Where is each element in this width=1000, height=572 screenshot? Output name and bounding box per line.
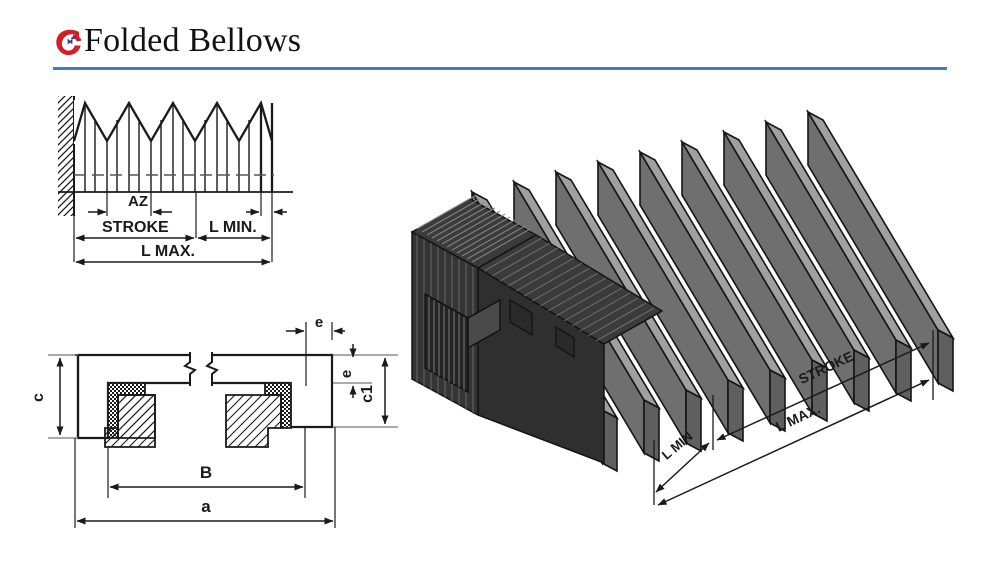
dimension-b: B bbox=[109, 463, 304, 491]
dimension-e-side: e bbox=[338, 344, 357, 398]
b-label: B bbox=[200, 463, 212, 482]
dimension-e-top: e bbox=[286, 314, 345, 386]
fixed-wall-hatching bbox=[58, 96, 75, 216]
page-header: Folded Bellows bbox=[0, 0, 1000, 80]
page-title: Folded Bellows bbox=[84, 22, 302, 59]
dimension-stroke-lmin: STROKE L MIN. bbox=[75, 219, 271, 242]
bellows-inner-recess bbox=[424, 292, 501, 394]
right-section-block bbox=[225, 394, 282, 448]
dimension-az: AZ bbox=[88, 193, 287, 216]
dimension-a: a bbox=[76, 497, 334, 525]
lmax-label: L MAX. bbox=[141, 243, 195, 260]
bellows-pleat-lines bbox=[84, 103, 250, 192]
top-left-diagram: AZ STROKE L MIN. L MAX. bbox=[58, 96, 293, 266]
dimension-c1: c1 bbox=[359, 357, 389, 425]
break-line-symbol bbox=[183, 352, 219, 386]
lmin-label: L MIN. bbox=[209, 219, 257, 236]
header-divider bbox=[53, 67, 947, 70]
e-side-label: e bbox=[338, 370, 355, 378]
c-label: c bbox=[30, 393, 47, 402]
bellows-body-notch bbox=[509, 298, 575, 359]
right-3d-view: L MIN STROKE L MAX. bbox=[410, 109, 956, 506]
cross-section-reference-rails bbox=[48, 354, 398, 439]
company-logo-icon bbox=[56, 29, 82, 56]
dimension-lmax: L MAX. bbox=[75, 243, 271, 266]
dimension-c: c bbox=[30, 357, 64, 436]
c1-label: c1 bbox=[359, 385, 376, 403]
dimension-extension-lines bbox=[73, 192, 273, 262]
stroke-label: STROKE bbox=[102, 219, 169, 236]
e-top-label: e bbox=[315, 314, 323, 331]
az-label: AZ bbox=[128, 193, 148, 210]
a-label: a bbox=[201, 497, 211, 516]
left-section-block bbox=[104, 394, 156, 448]
bottom-left-diagram: c e e c1 bbox=[30, 314, 398, 528]
bottom-extension-lines bbox=[74, 427, 336, 528]
